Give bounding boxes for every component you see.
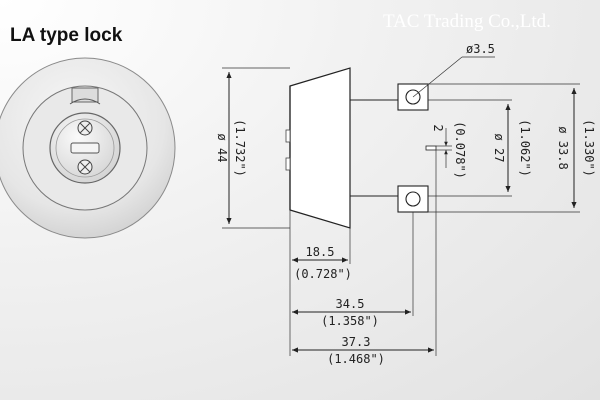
len3-in: (1.468") — [327, 352, 385, 366]
dim-inner-dia: ø 27 (1.062") — [428, 99, 532, 197]
inner-dia-in: (1.062") — [518, 119, 532, 177]
dim-length-3: 37.3 (1.468") — [292, 335, 434, 366]
dim-mount-dia: ø 33.8 (1.330") — [428, 83, 596, 213]
len2-in: (1.358") — [321, 314, 379, 328]
len3-mm: 37.3 — [342, 335, 371, 349]
inner-dia-mm: ø 27 — [492, 134, 506, 163]
brand-name: TAC Trading Co.,Ltd. — [383, 11, 551, 32]
lamp-body — [289, 67, 351, 229]
hole-dia-label: ø3.5 — [466, 42, 495, 56]
mount-hole-bottom — [405, 191, 421, 207]
outer-dia-in: (1.732") — [233, 119, 247, 177]
dim-hole: ø3.5 — [412, 42, 495, 98]
dim-pin-gap: 2 (0.078") — [431, 121, 467, 179]
lock-notch — [71, 87, 99, 103]
pin-gap-mm: 2 — [431, 124, 445, 131]
center-pin — [425, 145, 437, 151]
contact-slot — [70, 142, 100, 154]
mount-dia-in: (1.330") — [582, 119, 596, 177]
len1-mm: 18.5 — [306, 245, 335, 259]
side-view — [285, 67, 437, 229]
mount-tab-bottom — [397, 185, 429, 213]
len2-mm: 34.5 — [336, 297, 365, 311]
dim-outer-dia: ø 44 (1.732") — [215, 67, 290, 229]
dim-length-1: 18.5 (0.728") — [292, 245, 352, 281]
page-title: LA type lock — [10, 25, 123, 46]
mount-dia-mm: ø 33.8 — [556, 126, 570, 169]
dim-length-2: 34.5 (1.358") — [292, 297, 411, 328]
pin-gap-in: (0.078") — [453, 121, 467, 179]
outer-dia-mm: ø 44 — [215, 134, 229, 163]
front-view — [0, 57, 176, 239]
len1-in: (0.728") — [294, 267, 352, 281]
